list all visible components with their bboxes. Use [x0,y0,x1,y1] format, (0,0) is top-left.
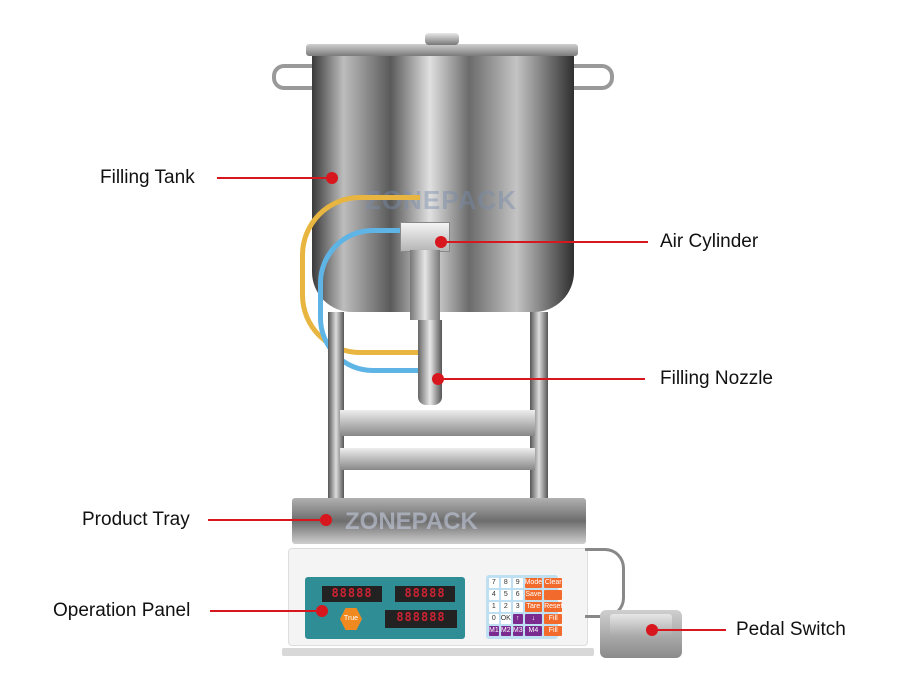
key[interactable]: ↓ [524,614,543,624]
key[interactable]: M4 [524,626,543,636]
key[interactable]: M3 [512,626,523,636]
label-air-cylinder: Air Cylinder [660,231,759,252]
callout-line-air-cylinder [440,241,648,243]
key[interactable]: 3 [512,602,523,612]
key[interactable]: M1 [489,626,499,636]
key[interactable]: 0 [489,614,499,624]
key[interactable]: 9 [512,578,523,588]
label-filling-tank: Filling Tank [100,167,195,188]
key[interactable] [544,590,563,600]
key[interactable]: Mode [524,578,543,588]
callout-line-filling-tank [217,177,332,179]
key[interactable]: ↑ [512,614,523,624]
scale-feet [282,648,594,656]
callout-dot-air-cylinder [435,236,447,248]
key[interactable]: 7 [489,578,499,588]
label-pedal-switch: Pedal Switch [736,619,846,640]
tank-lid [306,44,578,56]
pedal-plate [610,614,672,636]
key[interactable]: Reset [544,602,563,612]
callout-dot-product-tray [320,514,332,526]
key[interactable]: M2 [500,626,511,636]
key[interactable]: Clear [544,578,563,588]
key[interactable]: 2 [500,602,511,612]
key[interactable]: 4 [489,590,499,600]
tank-handle-left [272,64,316,90]
label-operation-panel: Operation Panel [53,600,191,621]
display-count: 888888 [385,610,457,628]
label-filling-nozzle: Filling Nozzle [660,368,773,389]
key[interactable]: Fill [544,626,563,636]
blue-air-hose [318,228,428,373]
key[interactable]: Save [524,590,543,600]
key[interactable]: 1 [489,602,499,612]
callout-line-operation-panel [210,610,322,612]
product-tray [292,498,586,544]
key[interactable]: 5 [500,590,511,600]
pedal-cable [585,548,625,618]
callout-dot-pedal-switch [646,624,658,636]
key[interactable]: OK [500,614,511,624]
tray-watermark: ZONEPACK [345,508,478,535]
callout-dot-filling-nozzle [432,373,444,385]
lid-knob [425,33,459,45]
keypad: 7 8 9 Mode Clear 4 5 6 Save 1 2 3 Tare R… [486,575,563,639]
frame-crossbar-upper [340,410,535,436]
key[interactable]: Fill [544,614,563,624]
callout-dot-operation-panel [316,605,328,617]
display-weight: 88888 [322,586,382,602]
key[interactable]: Tare [524,602,543,612]
display-target: 88888 [395,586,455,602]
callout-line-filling-nozzle [440,378,645,380]
label-product-tray: Product Tray [82,509,190,530]
true-logo: True [340,608,362,630]
key[interactable]: 8 [500,578,511,588]
frame-crossbar-lower [340,448,535,470]
callout-line-pedal-switch [652,629,726,631]
cylinder-body [410,250,440,320]
callout-dot-filling-tank [326,172,338,184]
filling-nozzle [418,320,442,405]
key[interactable]: 6 [512,590,523,600]
tank-handle-right [570,64,614,90]
callout-line-product-tray [208,519,326,521]
